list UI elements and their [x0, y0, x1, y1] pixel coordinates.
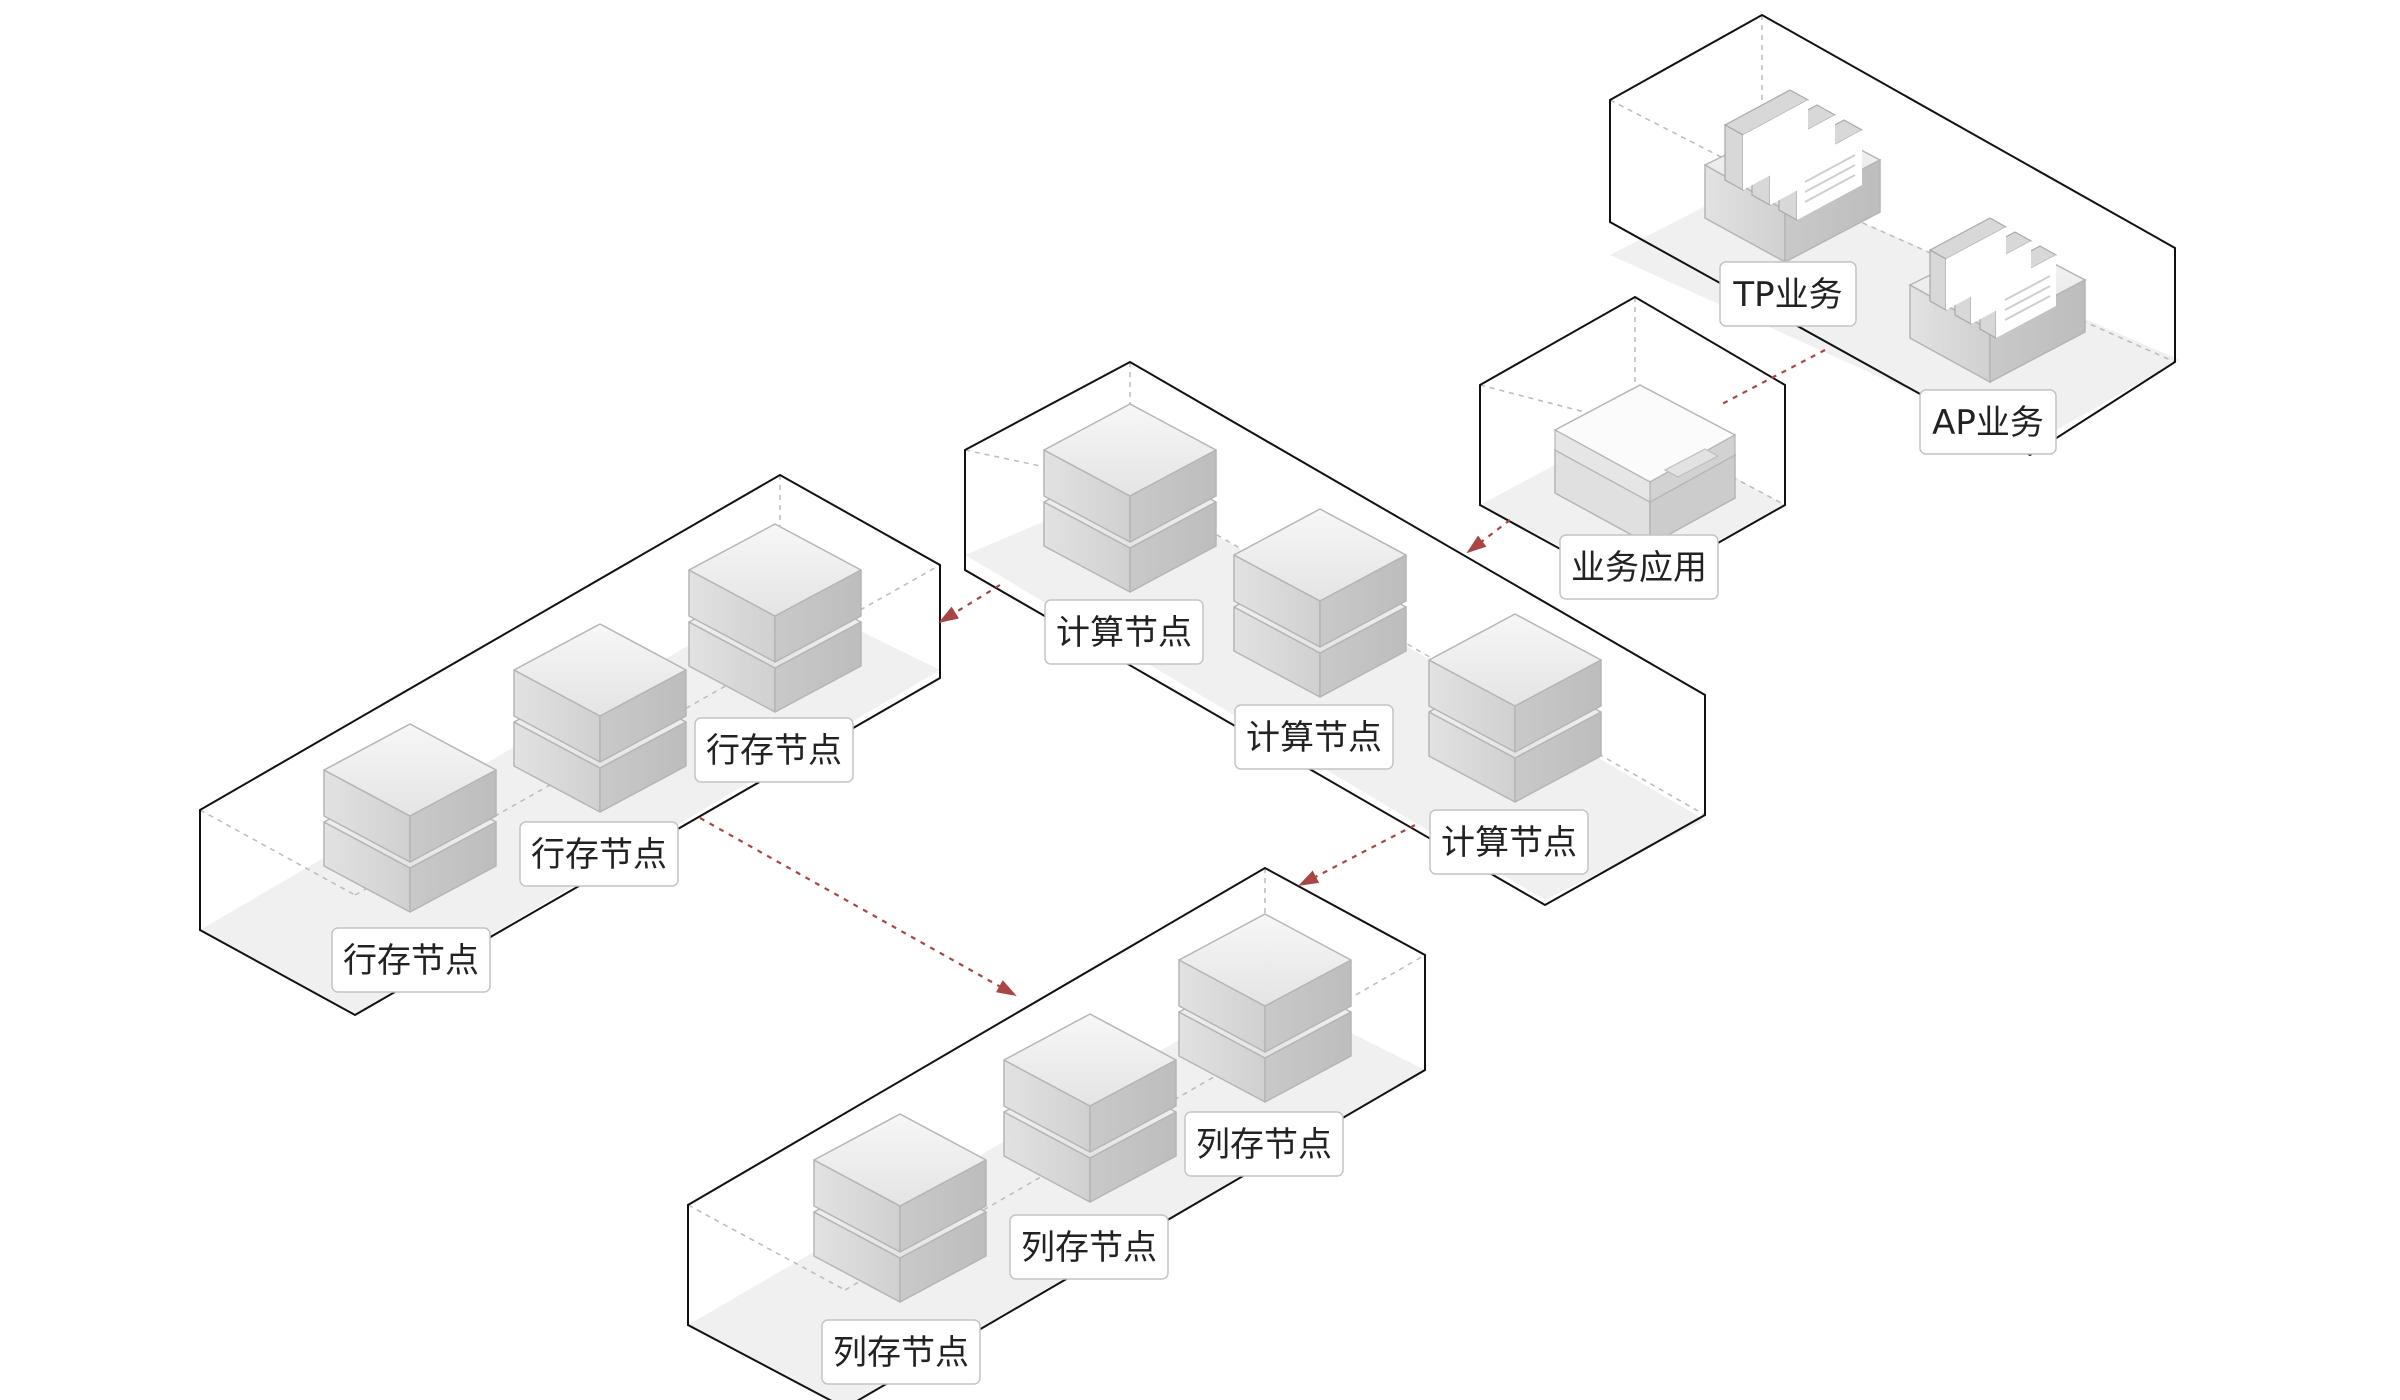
label-column-store-3: 列存节点: [821, 1319, 981, 1385]
label-compute-2-text: 计算节点: [1246, 718, 1382, 758]
label-row-store-2-text: 行存节点: [531, 835, 667, 875]
compute-node-2: [1233, 508, 1407, 698]
ap-server-icon: [1908, 217, 2087, 384]
label-compute-2: 计算节点: [1234, 704, 1394, 770]
compute-node-3: [1428, 613, 1602, 803]
application-device-icon: [1553, 384, 1737, 547]
label-column-store-1: 列存节点: [1184, 1111, 1344, 1177]
label-compute-1-text: 计算节点: [1056, 613, 1192, 653]
column-store-node-3: [813, 1113, 987, 1303]
business-floor: [1610, 178, 2180, 445]
column-store-node-1: [1178, 913, 1352, 1103]
arrow-application-to-compute: [1466, 519, 1511, 554]
arrow-compute-to-row-store: [938, 584, 1001, 624]
row-store-node-3: [323, 723, 497, 913]
compute-node-1: [1043, 403, 1217, 593]
label-ap-text: AP业务: [1932, 403, 2044, 443]
label-column-store-1-text: 列存节点: [1196, 1125, 1332, 1165]
label-row-store-2: 行存节点: [519, 821, 679, 887]
business-box-outline: [1609, 13, 2176, 457]
label-row-store-3: 行存节点: [331, 927, 491, 993]
label-compute-3-text: 计算节点: [1441, 823, 1577, 863]
row-store-box-outline: [199, 473, 941, 1017]
row-store-node-1: [688, 523, 862, 713]
label-column-store-3-text: 列存节点: [833, 1333, 969, 1373]
label-tp-text: TP业务: [1732, 275, 1842, 315]
label-row-store-3-text: 行存节点: [343, 941, 479, 981]
label-tp: TP业务: [1719, 261, 1857, 327]
label-application-text: 业务应用: [1571, 548, 1707, 588]
compute-box-outline: [964, 360, 1706, 907]
label-row-store-1-text: 行存节点: [706, 731, 842, 771]
application-box-outline: [1479, 295, 1786, 592]
label-compute-3: 计算节点: [1429, 809, 1589, 875]
tp-server-icon: [1703, 89, 1882, 264]
column-store-node-2: [1003, 1013, 1177, 1203]
label-ap: AP业务: [1919, 389, 2057, 455]
arrow-compute-to-column-store: [1298, 824, 1416, 886]
label-compute-1: 计算节点: [1044, 599, 1204, 665]
label-column-store-2: 列存节点: [1009, 1214, 1169, 1280]
business-cluster: [1609, 13, 2180, 457]
nodes-layer: [323, 403, 1602, 1303]
label-column-store-2-text: 列存节点: [1021, 1228, 1157, 1268]
column-store-floor: [688, 990, 1425, 1400]
arrow-business-to-application: [1719, 349, 1826, 406]
flow-arrows: [699, 349, 1826, 996]
label-row-store-1: 行存节点: [694, 717, 854, 783]
column-store-box-outline: [687, 866, 1426, 1400]
row-store-node-2: [513, 623, 687, 813]
arrow-row-store-to-column-store: [699, 817, 1017, 996]
label-application: 业务应用: [1559, 534, 1719, 600]
